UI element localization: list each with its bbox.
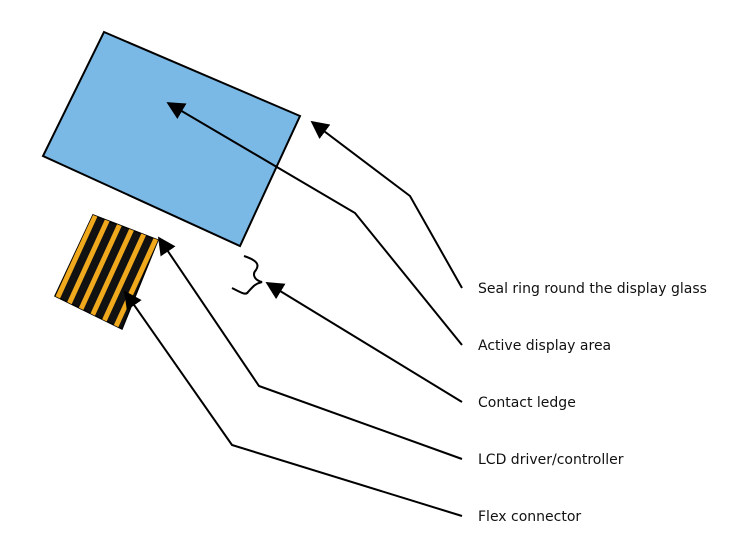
display-glass	[41, 30, 302, 248]
leader-line-contact-ledge	[265, 282, 463, 403]
label-flex-connector: Flex connector	[478, 509, 582, 525]
leader-line-flex-connector	[123, 290, 463, 517]
contact-ledge-brace	[231, 255, 263, 295]
leader-line-active-area	[166, 102, 463, 346]
label-seal-ring: Seal ring round the display glass	[478, 281, 707, 297]
leader-line-seal-ring	[310, 120, 463, 289]
label-lcd-driver-controller: LCD driver/controller	[478, 452, 624, 468]
label-contact-ledge: Contact ledge	[478, 395, 576, 411]
label-active-display-area: Active display area	[478, 338, 612, 354]
leader-line-lcd-driver	[157, 236, 463, 460]
flex-connector-part	[54, 214, 159, 331]
